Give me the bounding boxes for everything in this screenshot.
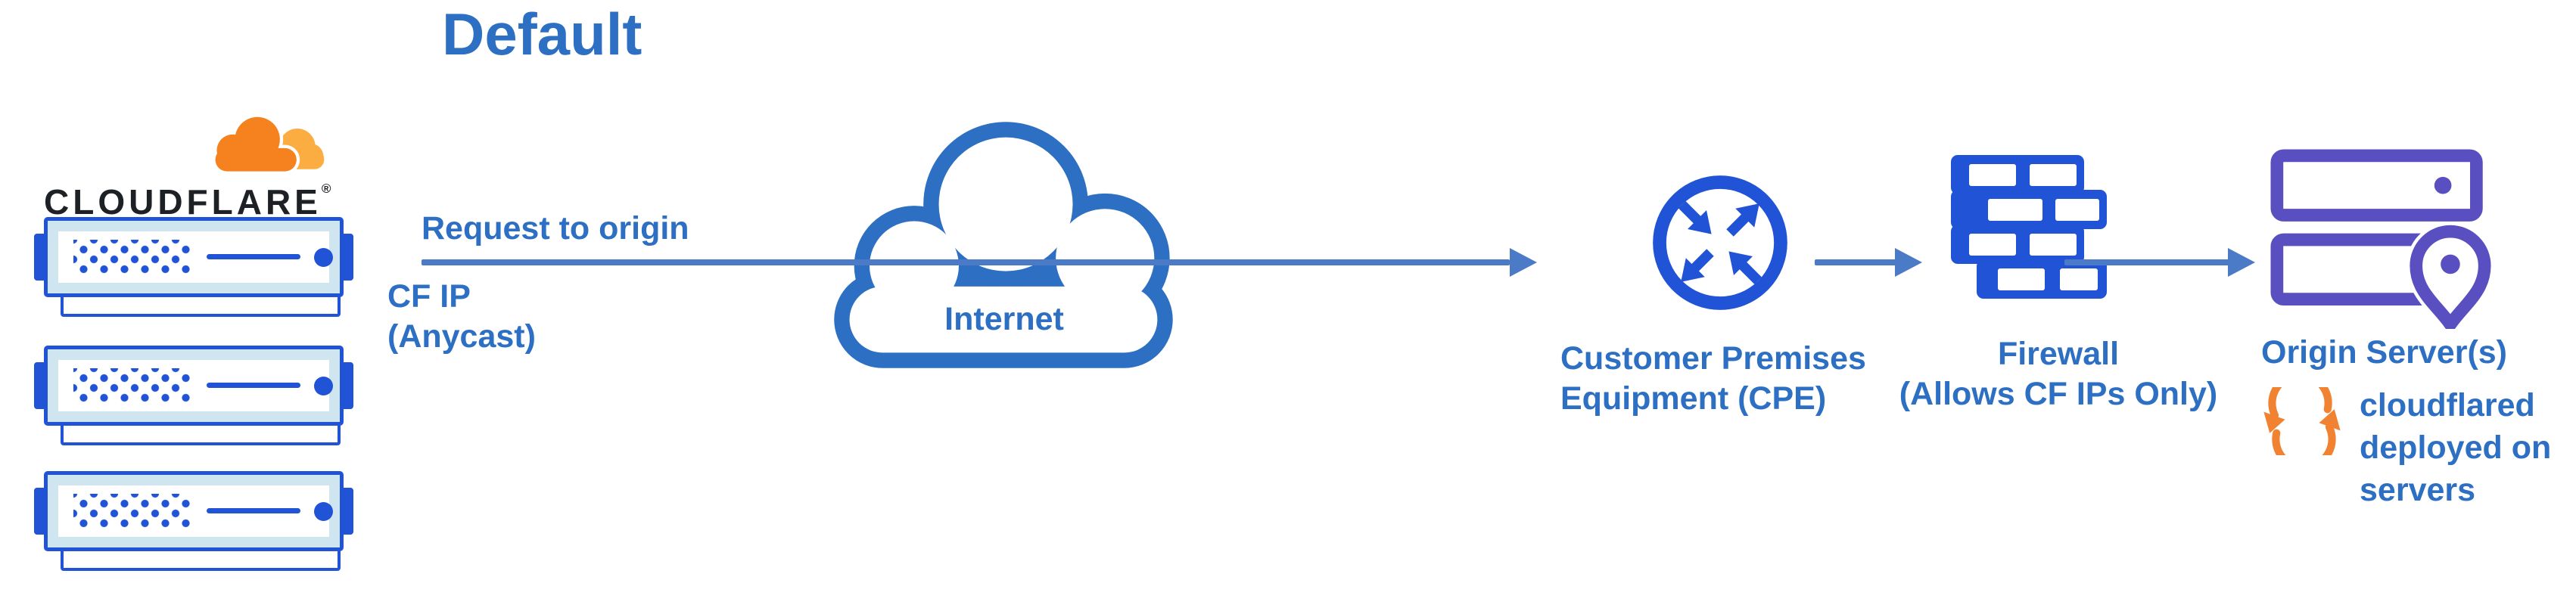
server-slot (207, 254, 300, 259)
server-led (314, 377, 333, 395)
server-vents (73, 494, 191, 529)
server-led (314, 248, 333, 267)
cloudflare-wordmark: CLOUDFLARE® (44, 181, 331, 222)
cpe-router-icon (1653, 175, 1787, 310)
sync-arrows-icon (2255, 387, 2349, 455)
arrow-request-to-origin (422, 259, 1510, 265)
page-title: Default (442, 1, 642, 67)
server-slot (207, 508, 300, 513)
origin-servers-icon (2270, 149, 2494, 329)
server-face (44, 471, 344, 551)
server-face (44, 346, 344, 426)
firewall-icon (1951, 155, 2107, 299)
server-face (44, 217, 344, 297)
firewall-label: Firewall (Allows CF IPs Only) (1899, 336, 2218, 412)
origin-server-top (2270, 149, 2483, 222)
location-pin-dot (2441, 254, 2460, 274)
request-to-origin-label: Request to origin (422, 210, 689, 247)
cpe-label: Customer Premises Equipment (CPE) (1560, 340, 1866, 417)
arrowhead-to-cpe (1510, 248, 1537, 277)
orange-cloud-shape (215, 116, 297, 172)
origin-servers-label: Origin Server(s) (2261, 334, 2507, 371)
edge-server-icon (34, 217, 353, 317)
server-led (314, 502, 333, 521)
edge-server-icon (34, 346, 353, 445)
server-slot (207, 383, 300, 388)
server-vents (73, 240, 191, 274)
edge-server-icon (34, 471, 353, 571)
registered-trademark: ® (321, 181, 331, 196)
internet-label: Internet (944, 301, 1064, 337)
cloudflared-label: cloudflared deployed on servers (2360, 387, 2552, 508)
brick-gaps (1969, 164, 2099, 290)
server-vents (73, 368, 191, 403)
router-circle (1653, 175, 1787, 310)
arrowhead-to-firewall (1895, 248, 1922, 277)
origin-server-top-led (2434, 176, 2452, 194)
arrowhead-to-origin (2228, 248, 2255, 277)
arrow-cpe-to-firewall (1815, 259, 1896, 265)
location-pin-icon (2410, 225, 2491, 329)
internet-cloud-icon (834, 122, 1173, 368)
arrow-firewall-to-origin (2064, 259, 2229, 265)
cf-ip-anycast-label: CF IP (Anycast) (387, 278, 536, 355)
cloud-fill (849, 137, 1158, 353)
cloudflare-cloud-icon (212, 113, 325, 175)
